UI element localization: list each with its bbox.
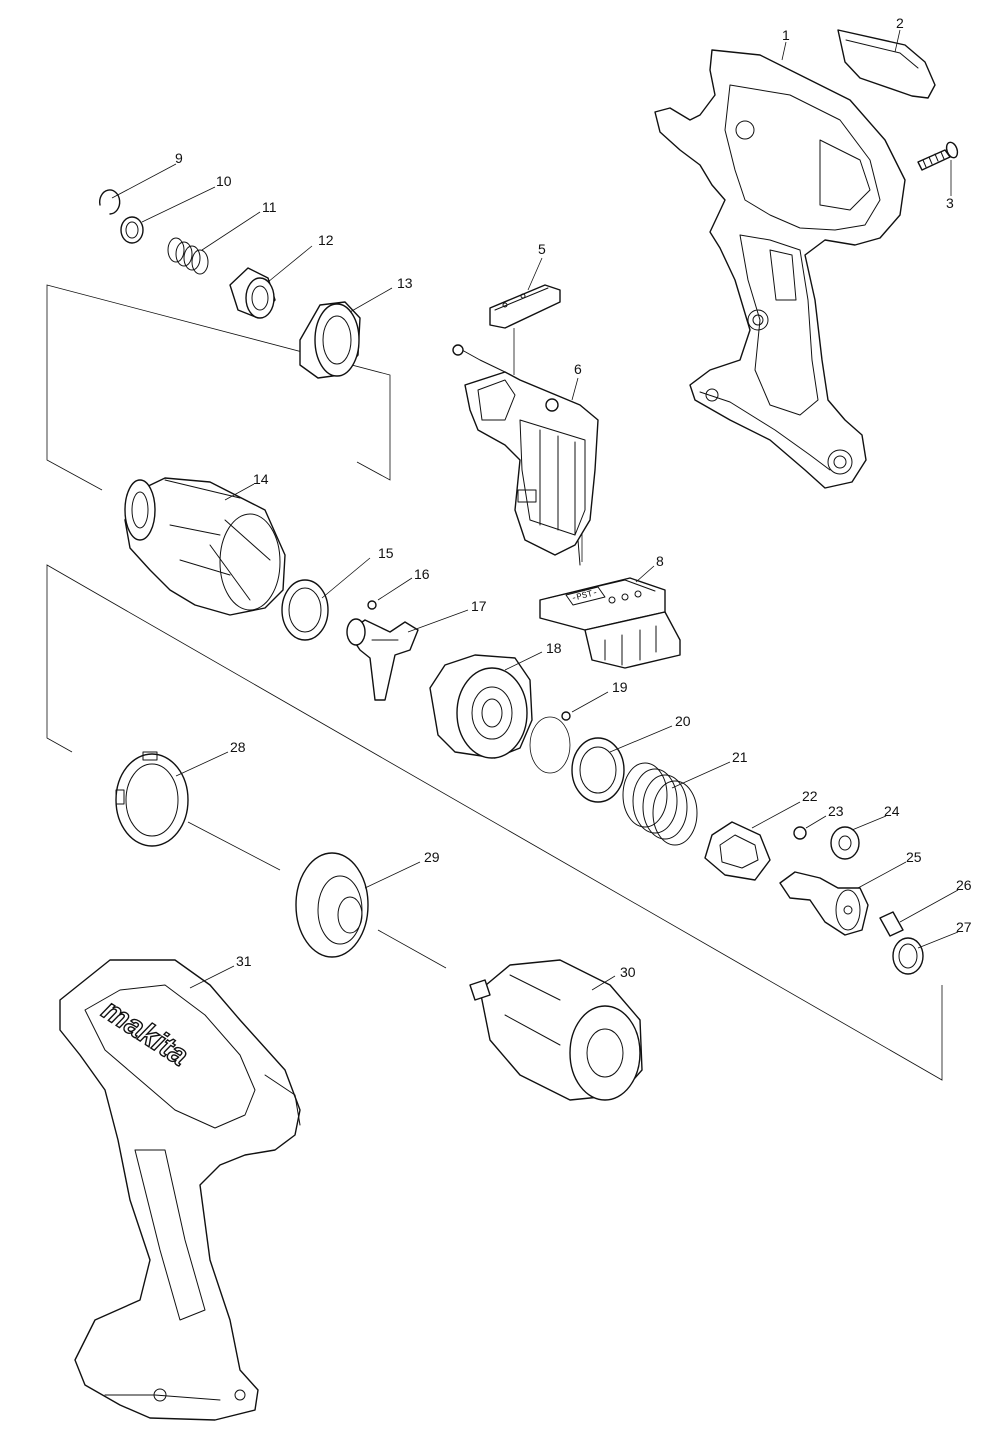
callout-11: 11 (262, 199, 277, 215)
callout-26: 26 (956, 877, 972, 893)
part-30-motor (469, 959, 643, 1101)
callout-30: 30 (620, 964, 636, 980)
callout-10: 10 (216, 173, 232, 189)
part-19-steel-ball (529, 711, 571, 774)
callout-12: 12 (318, 232, 334, 248)
part-16-steel-ball (367, 600, 377, 610)
part-29-fan-baffle (295, 852, 369, 958)
callout-24: 24 (884, 803, 900, 819)
part-3-screw (917, 141, 959, 171)
callout-14: 14 (253, 471, 269, 487)
callout-13: 13 (397, 275, 413, 291)
callout-29: 29 (424, 849, 440, 865)
part-20-flat-washer (571, 737, 625, 803)
part-14-hammer-case (124, 477, 286, 616)
part-8-controller (539, 577, 681, 669)
part-10-washer (120, 216, 144, 244)
callout-17: 17 (471, 598, 487, 614)
part-25-anvil-carrier (779, 871, 869, 936)
callout-25: 25 (906, 849, 922, 865)
part-1-housing-half (654, 49, 906, 489)
callout-28: 28 (230, 739, 246, 755)
callout-2: 2 (896, 15, 904, 31)
callout-21: 21 (732, 749, 748, 765)
callout-3: 3 (946, 195, 954, 211)
part-17-spindle (346, 618, 419, 701)
callout-18: 18 (546, 640, 562, 656)
part-9-retaining-ring (98, 189, 121, 215)
part-11-spring (167, 237, 209, 275)
part-5-switch-lever (489, 284, 561, 329)
part-12-sleeve (229, 267, 276, 319)
part-15-washer (281, 579, 329, 641)
callout-31: 31 (236, 953, 252, 969)
callout-27: 27 (956, 919, 972, 935)
callout-5: 5 (538, 241, 546, 257)
part-18-hammer (429, 654, 533, 759)
part-31-housing-assembly: makita (59, 959, 301, 1421)
callout-1: 1 (782, 27, 790, 43)
callout-22: 22 (802, 788, 818, 804)
part-28-bearing-retainer (115, 751, 189, 847)
part-21-compression-spring (622, 762, 698, 846)
callout-9: 9 (175, 150, 183, 166)
part-26-pin (879, 911, 904, 937)
part-22-shaped-washer (704, 821, 771, 881)
callout-16: 16 (414, 566, 430, 582)
callout-23: 23 (828, 803, 844, 819)
callout-6: 6 (574, 361, 582, 377)
part-6-switch-assembly (452, 344, 599, 566)
part-2-name-plate (837, 29, 936, 99)
assembly-group-outlines (46, 284, 943, 1081)
callout-19: 19 (612, 679, 628, 695)
part-24-gear (830, 826, 860, 860)
part-13-bumper (299, 301, 361, 379)
leader-lines (111, 29, 959, 991)
callout-20: 20 (675, 713, 691, 729)
callout-8: 8 (656, 553, 664, 569)
part-23-steel-ball (793, 826, 807, 840)
callout-15: 15 (378, 545, 394, 561)
callout-labels: 1 2 3 5 6 8 9 10 11 12 13 14 15 16 17 18… (175, 15, 972, 980)
part-27-ring (892, 937, 924, 975)
